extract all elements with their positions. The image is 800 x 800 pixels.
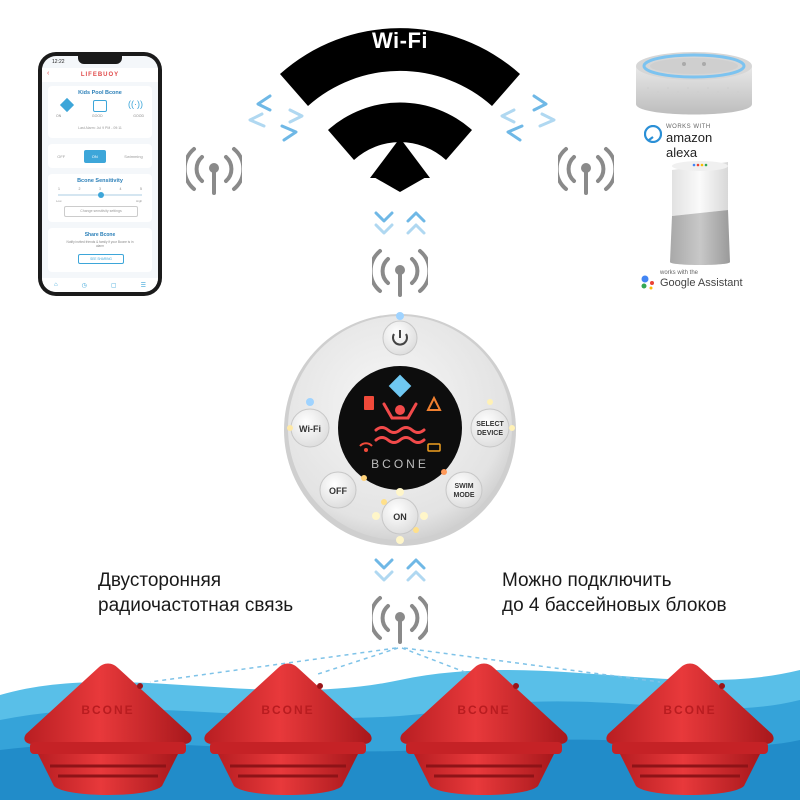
arrows-wifi-hub: [370, 205, 430, 245]
chevron-left-icon: [502, 110, 514, 122]
off-button[interactable]: OFF: [320, 472, 356, 508]
sensitivity-low: Low: [56, 199, 62, 203]
google-assistant-badge: works with the Google Assistant: [640, 268, 760, 294]
chevron-up-icon: [408, 213, 424, 221]
select-label-1: SELECT: [476, 421, 504, 428]
phone-time: 12:22: [52, 59, 65, 65]
smartphone: 12:22 ‹ LIFEBUOY Kids Pool Bcone ((·)) O…: [38, 52, 162, 296]
swim-label-2: MODE: [454, 492, 475, 499]
google-assistant-icon: [640, 274, 656, 290]
select-label-2: DEVICE: [477, 430, 503, 437]
buoy-label: BCONE: [81, 703, 134, 717]
radio-signal-icon: [558, 145, 614, 197]
alexa-icon: [644, 125, 662, 143]
chevron-left-icon: [258, 96, 270, 110]
buoy-label: BCONE: [457, 703, 510, 717]
radio-signal-icon: [372, 247, 428, 299]
chevron-right-icon: [290, 110, 302, 122]
buoy-label: BCONE: [261, 703, 314, 717]
chevron-up-icon: [408, 560, 424, 568]
sensitivity-title: Bcone Sensitivity: [48, 178, 152, 184]
arrows-right-link: [496, 92, 560, 148]
mode-toggle[interactable]: OFF ON Swimming: [48, 144, 152, 168]
buoy: BCONE: [602, 662, 778, 800]
see-sharing-button[interactable]: SEE SHARING: [78, 254, 124, 264]
chevron-down-icon: [376, 572, 392, 580]
chevron-right-icon: [540, 114, 554, 126]
last-alarm: Last Alarm: Jul 9 PM - 09:11: [48, 126, 152, 130]
phone-app-header: ‹ LIFEBUOY: [42, 68, 158, 82]
share-card: Share Bcone Notify invited friends & fam…: [48, 228, 152, 272]
wifi-button[interactable]: Wi-Fi: [291, 409, 329, 447]
select-device-button[interactable]: SELECT DEVICE: [471, 409, 509, 447]
google-name: Google Assistant: [660, 277, 743, 289]
alexa-badge: WORKS WITH amazon alexa: [644, 122, 744, 148]
caption-left-line1: Двусторонняя: [98, 568, 293, 593]
chevron-left-icon: [250, 114, 264, 126]
radio-signal-icon: [186, 145, 242, 197]
diamond-icon: [60, 98, 74, 112]
chevron-down-icon: [376, 225, 392, 233]
caption-left-line2: радиочастотная связь: [98, 593, 293, 618]
sensitivity-slider[interactable]: [58, 194, 142, 196]
chevron-down-icon: [376, 560, 392, 568]
sensitivity-settings-button[interactable]: Change sensitivity settings: [64, 206, 138, 217]
off-button-label: OFF: [329, 486, 347, 496]
phone-notch: [78, 56, 122, 64]
toggle-swimming[interactable]: Swimming: [124, 154, 142, 159]
hub-brand: BCONE: [371, 457, 429, 471]
google-small-text: works with the: [660, 270, 698, 276]
buoy: BCONE: [200, 662, 376, 800]
on-button[interactable]: ON: [382, 498, 418, 534]
chevron-up-icon: [408, 572, 424, 580]
battery-icon: [93, 100, 107, 112]
arrows-hub-buoys: [370, 552, 430, 592]
power-button[interactable]: [383, 321, 417, 355]
signal-icon: ((·)): [128, 99, 143, 109]
chevron-down-icon: [376, 213, 392, 221]
wifi-label: Wi-Fi: [340, 28, 460, 54]
settings-icon[interactable]: ☰: [141, 282, 146, 289]
arrows-left-link: [244, 92, 308, 148]
on-button-label: ON: [393, 512, 407, 522]
caption-right-line2: до 4 бассейновых блоков: [502, 593, 727, 618]
caption-right: Можно подключить до 4 бассейновых блоков: [502, 568, 727, 618]
alexa-name: amazon alexa: [666, 130, 744, 160]
toggle-on[interactable]: ON: [84, 150, 106, 163]
chevron-left-icon: [508, 126, 522, 140]
swim-label-1: SWIM: [454, 483, 473, 490]
history-icon[interactable]: ◷: [82, 282, 87, 289]
phone-tab-bar: ⌂ ◷ ▢ ☰: [42, 278, 158, 292]
phone-screen: 12:22 ‹ LIFEBUOY Kids Pool Bcone ((·)) O…: [42, 56, 158, 292]
devices-icon[interactable]: ▢: [111, 282, 117, 289]
device-name: Kids Pool Bcone: [48, 90, 152, 96]
caption-left: Двусторонняя радиочастотная связь: [98, 568, 293, 618]
wifi-button-label: Wi-Fi: [299, 424, 321, 434]
swim-mode-button[interactable]: SWIM MODE: [446, 472, 482, 508]
bcone-hub: BCONE Wi-Fi SELECT DEVICE OFF SWIM MODE …: [280, 306, 520, 554]
buoy: BCONE: [20, 662, 196, 800]
caption-right-line1: Можно подключить: [502, 568, 727, 593]
home-icon[interactable]: ⌂: [54, 282, 58, 288]
share-desc: Notify invited friends & family if your …: [64, 240, 136, 248]
chevron-right-icon: [534, 96, 546, 110]
buoy: BCONE: [396, 662, 572, 800]
chevron-right-icon: [282, 126, 296, 140]
toggle-off[interactable]: OFF: [57, 154, 65, 159]
sensitivity-high: High: [136, 199, 142, 203]
google-home-speaker: [664, 160, 736, 268]
chevron-up-icon: [408, 225, 424, 233]
amazon-echo-speaker: [628, 40, 760, 126]
slider-thumb[interactable]: [98, 192, 104, 198]
battery-alert-icon: [364, 396, 374, 410]
app-name: LIFEBUOY: [42, 72, 158, 78]
buoy-label: BCONE: [663, 703, 716, 717]
share-title: Share Bcone: [48, 232, 152, 238]
